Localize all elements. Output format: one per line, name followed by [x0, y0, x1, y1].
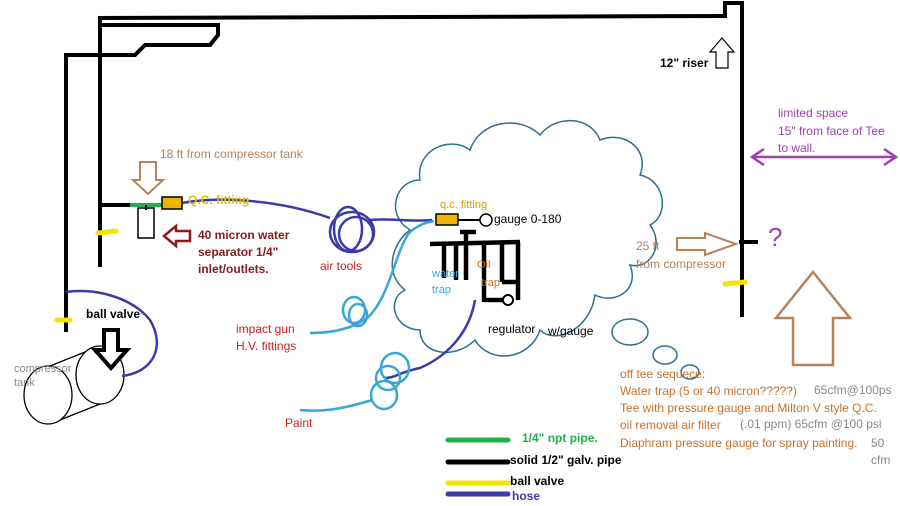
sequence-line-3: Tee with pressure gauge and Milton V sty… [620, 401, 877, 415]
label-regulator: regulator [488, 322, 536, 336]
label-riser: 12" riser [660, 56, 709, 70]
label-limited-space-1: limited space [778, 106, 849, 120]
label-question-mark: ? [768, 222, 783, 252]
legend-lines [445, 437, 511, 497]
hose-light-lines [299, 219, 435, 412]
sequence-cfm-1: 65cfm@100ps [814, 383, 892, 397]
label-separator-2: separator 1/4" [198, 245, 279, 259]
cloud-bubbles [611, 318, 700, 380]
arrow-down-18ft-icon [130, 161, 166, 196]
sequence-line-2: Water trap (5 or 40 micron?????) [620, 384, 797, 398]
sequence-line-4: oil removal air filter [620, 418, 721, 432]
label-qc-fitting-cloud: q.c. fitting [440, 199, 488, 211]
legend-ball-valve-label: ball valve [510, 474, 565, 488]
cloud-shape [391, 119, 664, 357]
label-impact-gun-2: H.V. fittings [236, 339, 297, 353]
galv-pipe-run [64, 1, 758, 332]
sequence-cfm-3a: 50 [871, 436, 885, 450]
double-arrow-limited-space-icon [749, 147, 899, 167]
label-water-trap-2: trap [432, 284, 451, 296]
label-impact-gun-1: impact gun [236, 322, 295, 336]
legend-npt-label: 1/4" npt pipe. [522, 431, 598, 445]
label-compressor-1: compressor [14, 363, 72, 375]
label-oil-trap-1: Oil [477, 259, 491, 271]
legend-hose-label: hose [512, 489, 541, 503]
label-limited-space-2: 15" from face of Tee [778, 124, 885, 138]
sequence-line-5: Diaphram pressure gauge for spray painti… [620, 436, 858, 450]
label-limited-space-3: to wall. [778, 141, 816, 155]
sequence-line-1: off tee sequece: [620, 367, 706, 381]
cloud-fittings [435, 213, 493, 227]
qc-fitting-assembly [130, 196, 183, 239]
arrow-right-25ft-icon [676, 231, 739, 257]
label-ball-valve: ball valve [86, 307, 141, 321]
label-25ft-1: 25 ft [636, 239, 660, 253]
label-18ft: 18 ft from compressor tank [160, 147, 303, 161]
label-gauge: gauge 0-180 [494, 212, 562, 226]
ball-valve-arrow-icon [90, 328, 132, 372]
label-oil-trap-2: trap [481, 277, 500, 289]
label-separator-3: inlet/outlets. [198, 262, 269, 276]
sequence-cfm-2: (.01 ppm) 65cfm @100 psi [740, 417, 882, 431]
legend-galv-label: solid 1/2" galv. pipe [510, 453, 622, 467]
arrow-up-riser-icon [708, 37, 736, 69]
label-paint: Paint [285, 416, 313, 430]
label-w-gauge: w/gauge [548, 324, 594, 338]
water-oil-traps [429, 229, 521, 306]
label-25ft-2: from compressor [636, 257, 727, 271]
label-compressor-2: tank [14, 377, 35, 389]
label-water-trap-1: water [432, 268, 459, 280]
label-air-tools: air tools [320, 259, 363, 273]
sequence-cfm-3b: cfm [871, 453, 891, 467]
arrow-up-large-icon [773, 270, 853, 367]
label-separator-1: 40 micron water [198, 228, 290, 242]
label-qc-fitting: Q.C. fitting [188, 193, 250, 207]
arrow-left-separator-icon [162, 223, 192, 249]
hose-lines [65, 198, 477, 380]
